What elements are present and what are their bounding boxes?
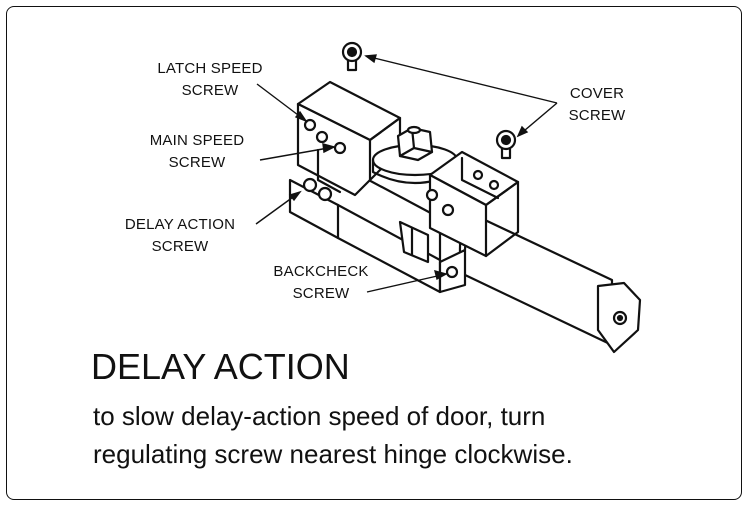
right-block bbox=[425, 150, 520, 258]
instruction-text: to slow delay-action speed of door, turn… bbox=[93, 397, 713, 473]
section-heading: DELAY ACTION bbox=[91, 346, 350, 387]
backcheck-block bbox=[438, 248, 467, 294]
delay-action-screw-label: DELAY ACTION SCREW bbox=[124, 216, 236, 255]
left-block bbox=[296, 80, 402, 202]
cover-screw-top-icon bbox=[341, 41, 363, 72]
main-speed-screw-label: MAIN SPEED SCREW bbox=[149, 132, 245, 171]
backcheck-leader bbox=[366, 273, 447, 293]
instruction-line: regulating screw nearest hinge clockwise… bbox=[93, 439, 573, 469]
cover-leader-top bbox=[365, 55, 558, 104]
hex-end-cap bbox=[596, 281, 642, 354]
latch-speed-screw-label: LATCH SPEED SCREW bbox=[157, 60, 263, 99]
pinion-disc bbox=[371, 125, 459, 185]
instruction-line: to slow delay-action speed of door, turn bbox=[93, 401, 546, 431]
cover-screw-right-icon bbox=[495, 129, 517, 160]
main-speed-leader bbox=[259, 146, 335, 161]
cover-screw-label: COVER SCREW bbox=[568, 85, 626, 124]
backcheck-screw-label: BACKCHECK SCREW bbox=[273, 263, 369, 302]
